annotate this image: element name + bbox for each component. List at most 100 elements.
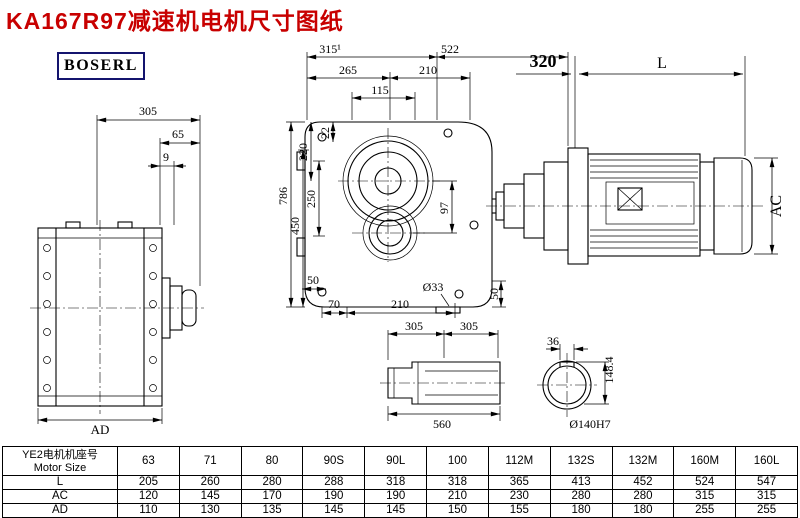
- dim-side-65: 65: [172, 127, 184, 141]
- table-cell: 288: [302, 475, 366, 490]
- motor-size-header: 90L: [364, 446, 428, 476]
- nameplate-box: [617, 187, 643, 211]
- dim-front-22: 22: [318, 127, 332, 139]
- shaft-dimensions: 305 305 560: [387, 319, 501, 431]
- motor-view: [486, 147, 764, 265]
- motor-dimensions: 320 L AC: [516, 51, 785, 255]
- technical-drawing: 305 65 9 AD: [30, 42, 785, 437]
- table-cell: 145: [364, 503, 428, 518]
- table-cell: 210: [426, 489, 489, 504]
- side-view-dimensions: 305 65 9 AD: [37, 104, 201, 437]
- table-cell: 230: [487, 489, 551, 504]
- table-cell: 180: [549, 503, 613, 518]
- table-cell: 150: [426, 503, 489, 518]
- motor-size-header: 80: [240, 446, 304, 476]
- table-cell: 452: [611, 475, 675, 490]
- motor-size-header: 132M: [611, 446, 675, 476]
- table-header-cell: YE2电机机座号 Motor Size: [2, 446, 118, 476]
- motor-body: [587, 153, 701, 257]
- dim-front-210-top: 210: [419, 63, 437, 77]
- bore-view: [537, 353, 597, 417]
- dim-front-115: 115: [371, 83, 389, 97]
- table-cell: 170: [240, 489, 304, 504]
- table-cell: 413: [549, 475, 613, 490]
- table-row-L: L 205 260 280 288 318 318 365 413 452 52…: [2, 475, 798, 490]
- shaft-view: [380, 361, 508, 405]
- dim-motor-L: L: [657, 55, 667, 72]
- dim-bore-148: 148.4: [602, 357, 616, 384]
- dim-front-265: 265: [339, 63, 357, 77]
- dim-side-305: 305: [139, 104, 157, 118]
- dim-shaft-305-left: 305: [405, 319, 423, 333]
- row-label: AC: [2, 489, 118, 504]
- table-cell: 110: [117, 503, 180, 518]
- dim-motor-AC: AC: [768, 195, 785, 217]
- motor-size-header: 100: [426, 446, 489, 476]
- table-row-AD: AD 110 130 135 145 145 150 155 180 180 2…: [2, 503, 798, 518]
- table-cell: 260: [178, 475, 242, 490]
- dim-front-315: 315¹: [319, 42, 341, 56]
- table-cell: 280: [611, 489, 675, 504]
- motor-size-header: 160L: [735, 446, 798, 476]
- table-cell: 280: [240, 475, 304, 490]
- table-cell: 155: [487, 503, 551, 518]
- motor-size-header: 90S: [302, 446, 366, 476]
- dim-motor-320: 320: [530, 51, 557, 71]
- table-header-en: Motor Size: [33, 461, 87, 474]
- table-header-cn: YE2电机机座号: [22, 448, 98, 461]
- dim-front-220: 220: [296, 143, 310, 161]
- fan-cover: [713, 157, 753, 255]
- side-view: [30, 220, 204, 414]
- dim-side-9: 9: [163, 150, 169, 164]
- table-cell: 145: [178, 489, 242, 504]
- table-cell: 120: [117, 489, 180, 504]
- table-cell: 315: [673, 489, 737, 504]
- motor-size-header: 71: [178, 446, 242, 476]
- hollow-shaft: [387, 361, 501, 405]
- table-cell: 205: [117, 475, 180, 490]
- dim-front-250: 250: [304, 190, 318, 208]
- table-cell: 145: [302, 503, 366, 518]
- table-cell: 318: [426, 475, 489, 490]
- dim-front-450: 450: [288, 217, 302, 235]
- dim-front-210-bottom: 210: [391, 297, 409, 311]
- table-cell: 180: [611, 503, 675, 518]
- dim-bore-140H7: Ø140H7: [569, 417, 610, 431]
- motor-size-table: YE2电机机座号 Motor Size 63 71 80 90S 90L 100…: [2, 446, 798, 518]
- table-cell: 135: [240, 503, 304, 518]
- table-cell: 280: [549, 489, 613, 504]
- table-cell: 547: [735, 475, 798, 490]
- dim-shaft-560: 560: [433, 417, 451, 431]
- table-cell: 315: [735, 489, 798, 504]
- bore-dimensions: 36 148.4 Ø140H7: [546, 334, 616, 431]
- table-cell: 255: [673, 503, 737, 518]
- table-cell: 190: [302, 489, 366, 504]
- front-view-dimensions: 315¹ 522 265 210 115 786 450 250 220 22 …: [276, 42, 569, 318]
- motor-size-header: 112M: [487, 446, 551, 476]
- brand-logo: BOSERL: [57, 52, 145, 80]
- dim-shaft-305-right: 305: [460, 319, 478, 333]
- motor-size-header: 132S: [549, 446, 613, 476]
- dim-front-50-right: 50: [487, 288, 501, 300]
- dim-front-97: 97: [437, 202, 451, 214]
- table-cell: 318: [364, 475, 428, 490]
- row-label: L: [2, 475, 118, 490]
- bottom-boss: [435, 306, 461, 314]
- table-header-row: YE2电机机座号 Motor Size 63 71 80 90S 90L 100…: [2, 446, 798, 476]
- table-cell: 190: [364, 489, 428, 504]
- motor-size-header: 160M: [673, 446, 737, 476]
- gearbox-front-body: [304, 121, 493, 308]
- dim-bore-36: 36: [547, 334, 559, 348]
- table-cell: 365: [487, 475, 551, 490]
- dim-front-786: 786: [276, 187, 290, 205]
- dim-front-d33: Ø33: [423, 280, 444, 294]
- row-label: AD: [2, 503, 118, 518]
- table-row-AC: AC 120 145 170 190 190 210 230 280 280 3…: [2, 489, 798, 504]
- table-cell: 130: [178, 503, 242, 518]
- motor-size-header: 63: [117, 446, 180, 476]
- front-view: [296, 121, 493, 314]
- table-cell: 524: [673, 475, 737, 490]
- dim-front-50-left: 50: [307, 273, 319, 287]
- dim-front-70: 70: [328, 297, 340, 311]
